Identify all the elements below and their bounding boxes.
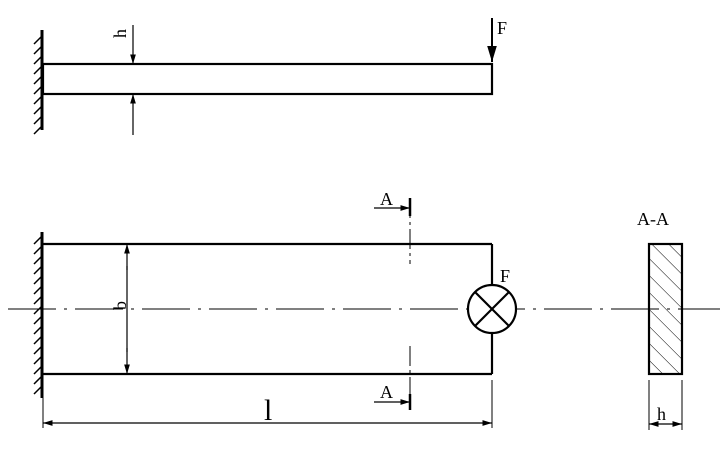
section-rectangle [647,242,684,376]
force-label-top: F [497,18,507,38]
wall-hatching-plan [33,235,43,395]
section-mark-top: A [380,189,393,209]
force-label-plan: F [500,266,510,286]
side-view: h F [33,18,507,135]
section-a-a: A-A h [637,209,684,430]
plan-view: F b A A l [8,189,720,428]
beam-side [41,62,494,96]
force-cross-2 [474,291,510,327]
wall-hatching-top [33,35,43,135]
width-label-b: b [110,301,130,310]
section-title: A-A [637,209,669,229]
section-h-label: h [657,404,666,424]
section-mark-bottom: A [380,382,393,402]
height-label-top: h [110,29,130,38]
length-label-l: l [264,394,272,427]
